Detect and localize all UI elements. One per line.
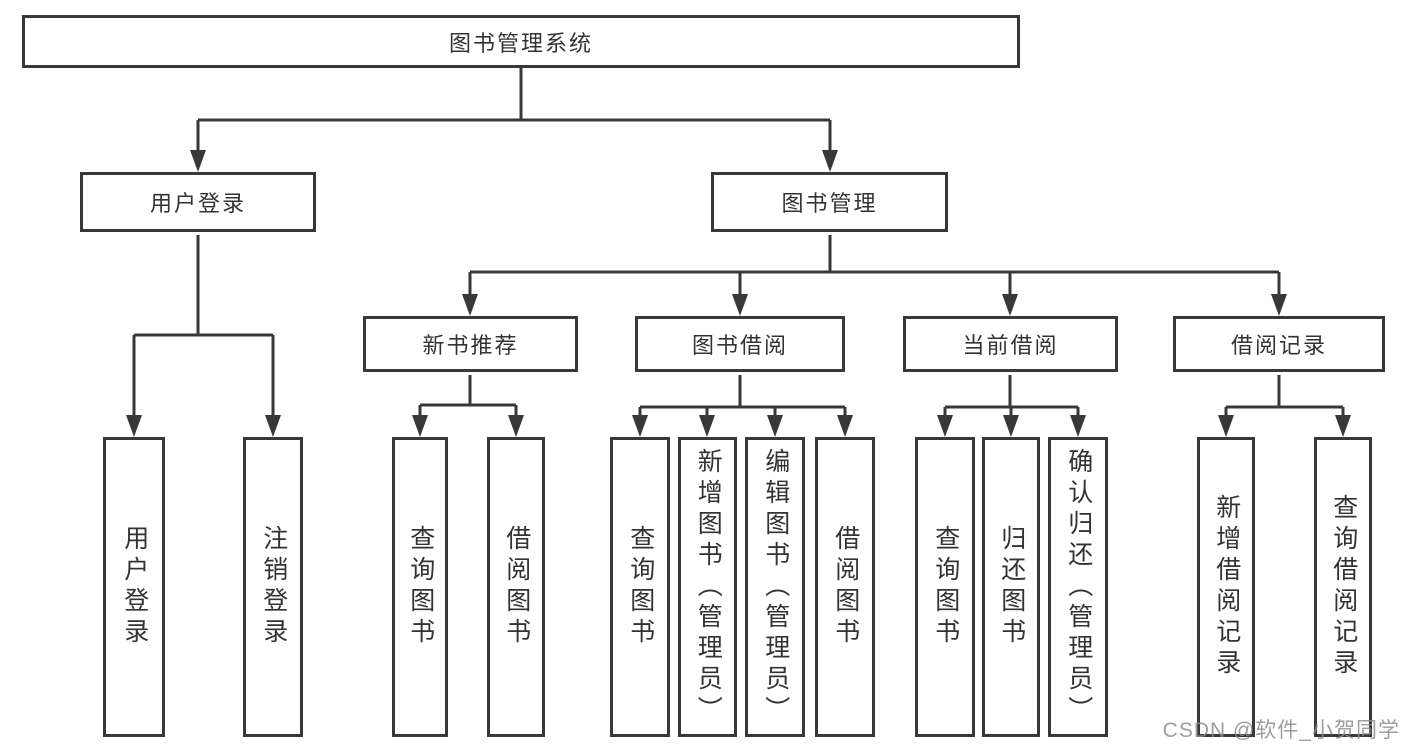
node-root-label: 图书管理系统 bbox=[448, 30, 593, 56]
node-current-borrow-label: 当前借阅 bbox=[962, 333, 1059, 358]
leaf-query-books-current: 查询图书 bbox=[915, 437, 975, 737]
node-borrow-records: 借阅记录 bbox=[1173, 316, 1385, 372]
leaf-borrow-books-label: 借阅图书 bbox=[831, 525, 860, 649]
node-user-login-label: 用户登录 bbox=[149, 191, 246, 216]
leaf-add-books-admin-label: 新增图书（管理员） bbox=[694, 447, 723, 727]
node-book-management-label: 图书管理 bbox=[781, 191, 878, 216]
leaf-add-borrow-record: 新增借阅记录 bbox=[1197, 437, 1255, 737]
leaf-borrow-books-recommend-label: 借阅图书 bbox=[502, 525, 531, 649]
leaf-query-books-borrow-label: 查询图书 bbox=[626, 525, 655, 649]
leaf-return-books: 归还图书 bbox=[982, 437, 1040, 737]
leaf-edit-books-admin: 编辑图书（管理员） bbox=[745, 437, 805, 737]
node-book-borrow: 图书借阅 bbox=[635, 316, 845, 372]
csdn-watermark: CSDN @软件_小贺同学 bbox=[1162, 719, 1400, 742]
node-book-borrow-label: 图书借阅 bbox=[691, 333, 788, 358]
node-new-book-recommend-label: 新书推荐 bbox=[422, 333, 519, 358]
leaf-query-borrow-record: 查询借阅记录 bbox=[1314, 437, 1372, 737]
leaf-confirm-return-admin-label: 确认归还（管理员） bbox=[1064, 447, 1093, 727]
leaf-edit-books-admin-label: 编辑图书（管理员） bbox=[761, 447, 790, 727]
node-borrow-records-label: 借阅记录 bbox=[1230, 333, 1327, 358]
node-book-management: 图书管理 bbox=[711, 172, 948, 232]
leaf-borrow-books: 借阅图书 bbox=[815, 437, 875, 737]
leaf-logout: 注销登录 bbox=[243, 437, 303, 737]
leaf-borrow-books-recommend: 借阅图书 bbox=[487, 437, 545, 737]
leaf-user-login-label: 用户登录 bbox=[120, 525, 149, 649]
node-root-system: 图书管理系统 bbox=[22, 15, 1020, 68]
node-user-login: 用户登录 bbox=[80, 172, 316, 232]
leaf-add-books-admin: 新增图书（管理员） bbox=[678, 437, 737, 737]
leaf-add-borrow-record-label: 新增借阅记录 bbox=[1212, 494, 1241, 680]
leaf-logout-label: 注销登录 bbox=[259, 525, 288, 649]
leaf-confirm-return-admin: 确认归还（管理员） bbox=[1048, 437, 1108, 737]
leaf-query-books-borrow: 查询图书 bbox=[610, 437, 670, 737]
node-new-book-recommend: 新书推荐 bbox=[363, 316, 578, 372]
leaf-query-books-current-label: 查询图书 bbox=[931, 525, 960, 649]
leaf-query-books-recommend-label: 查询图书 bbox=[406, 525, 435, 649]
leaf-return-books-label: 归还图书 bbox=[997, 525, 1026, 649]
leaf-query-books-recommend: 查询图书 bbox=[392, 437, 448, 737]
leaf-user-login: 用户登录 bbox=[103, 437, 165, 737]
node-current-borrow: 当前借阅 bbox=[903, 316, 1118, 372]
leaf-query-borrow-record-label: 查询借阅记录 bbox=[1329, 494, 1358, 680]
